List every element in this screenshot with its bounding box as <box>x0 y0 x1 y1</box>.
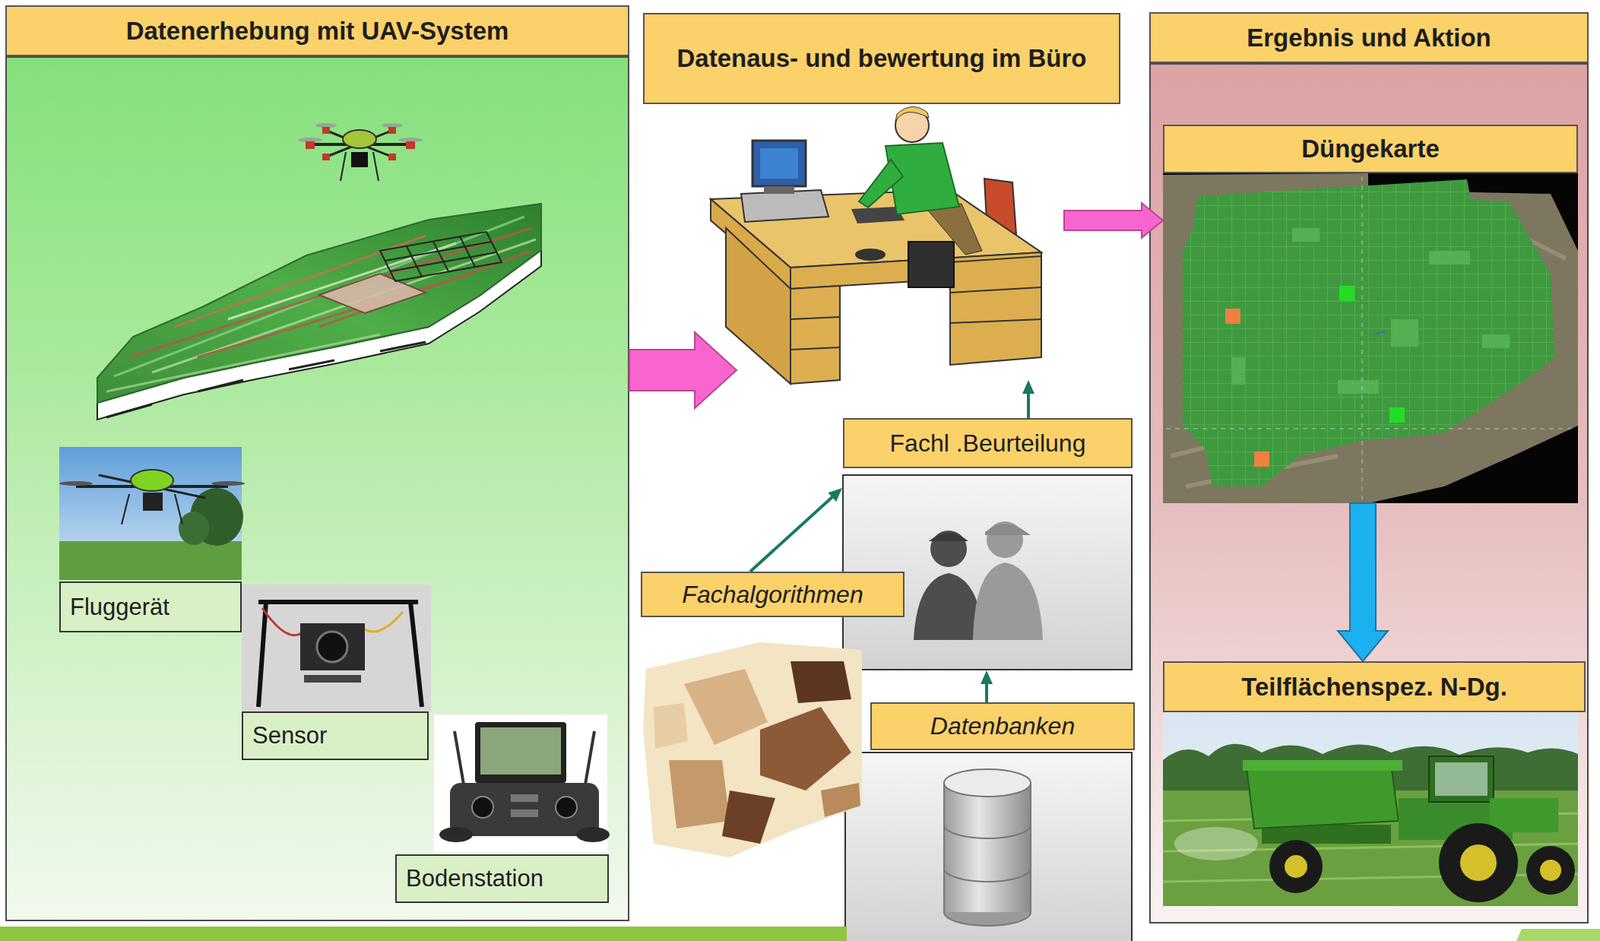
label-box: Fluggerät <box>59 581 242 633</box>
panel-heading-frame: Datenerhebung mit UAV-System <box>5 5 630 57</box>
block-arrow <box>1064 202 1163 238</box>
heading-box-frame: Teilflächenspez. N-Dg. <box>1162 661 1586 713</box>
panel-heading: Datenerhebung mit UAV-System <box>126 15 510 47</box>
arrow-shaft <box>750 495 834 572</box>
label-box: Sensor <box>241 711 429 761</box>
heading-box-frame: Datenbanken <box>870 702 1135 751</box>
label-text-frame: Sensor <box>243 712 428 759</box>
block-arrow <box>629 332 737 409</box>
heading-box: Düngekarte <box>1301 133 1440 165</box>
office-illustration <box>710 106 1042 384</box>
label-box: Bodenstation <box>395 854 609 903</box>
sensor-photo <box>241 584 431 712</box>
arrow-shaft <box>1026 390 1030 419</box>
label-text: Bodenstation <box>405 864 544 893</box>
arrow-shape <box>1064 202 1163 238</box>
drone-photo <box>59 446 245 580</box>
database-cylinder <box>944 769 1031 926</box>
arrow-shape <box>629 332 737 409</box>
input-box: Fachalgorithmen <box>640 571 905 618</box>
heading-box: Teilflächenspez. N-Dg. <box>1241 671 1508 703</box>
arrow-shape <box>1337 503 1388 662</box>
tractor-photo <box>1162 712 1578 907</box>
soil-map <box>643 642 862 858</box>
heading-box: Fachl .Beurteilung <box>890 428 1087 458</box>
arrow-head <box>1022 380 1035 394</box>
panel-heading-frame: Ergebnis und Aktion <box>1149 12 1589 64</box>
drone-top <box>297 123 423 181</box>
experts-silhouette <box>913 521 1043 640</box>
heading-box-frame: Düngekarte <box>1162 124 1578 174</box>
arrow-head <box>827 487 843 502</box>
fertilizer-map <box>1162 173 1578 504</box>
label-text: Sensor <box>252 721 327 750</box>
heading-box-frame: Fachl .Beurteilung <box>842 418 1133 469</box>
footer-corner <box>1516 928 1600 941</box>
arrow-line <box>980 670 993 703</box>
label-text-frame: Bodenstation <box>396 855 608 902</box>
input-label-frame: Fachalgorithmen <box>642 573 903 616</box>
arrow-line <box>750 487 843 572</box>
label-text-frame: Fluggerät <box>60 582 241 631</box>
block-arrow <box>1337 503 1388 662</box>
ground-station-photo <box>434 714 610 853</box>
section-heading: Datenaus- und bewertung im Büro <box>676 43 1087 74</box>
footer-bar <box>0 926 847 941</box>
section-heading-frame: Datenaus- und bewertung im Büro <box>643 12 1121 105</box>
panel-heading: Ergebnis und Aktion <box>1246 22 1491 54</box>
input-label: Fachalgorithmen <box>681 579 863 609</box>
label-text: Fluggerät <box>69 592 170 621</box>
arrow-head <box>980 670 993 685</box>
heading-box: Datenbanken <box>930 711 1075 741</box>
field-3d <box>97 203 542 420</box>
arrow-shaft <box>985 681 989 703</box>
arrow-line <box>1022 380 1035 419</box>
